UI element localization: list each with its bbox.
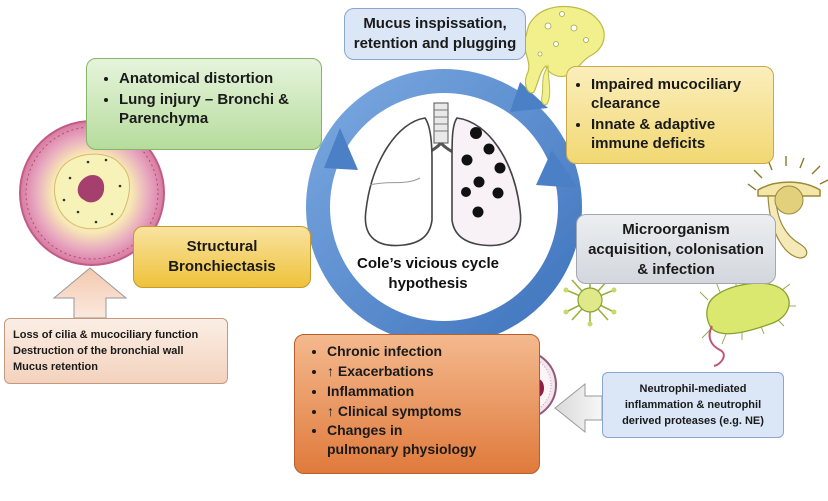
mucus-blob-icon <box>523 6 605 106</box>
mucus-line-2: retention and plugging <box>353 35 517 52</box>
loss-of-cilia-box: Loss of cilia & mucociliary function Des… <box>4 318 228 384</box>
loss-line-3: Mucus retention <box>13 361 98 373</box>
structural-bronchiectasis-box: Structural Bronchiectasis <box>133 226 311 288</box>
chronic-item-3: Inflammation <box>327 381 531 401</box>
chronic-item-4: ↑ Clinical symptoms <box>327 401 531 421</box>
cycle-arrowhead-left <box>324 128 358 170</box>
anatomical-distortion-box: Anatomical distortion Lung injury – Bron… <box>86 58 322 150</box>
cycle-arrowhead-right <box>536 150 578 188</box>
loss-line-1: Loss of cilia & mucociliary function <box>13 329 199 341</box>
chronic-infection-box: Chronic infection ↑ Exacerbations Inflam… <box>294 334 540 474</box>
chronic-item-2: ↑ Exacerbations <box>327 361 531 381</box>
micro-line-3: & infection <box>637 261 715 278</box>
bronchial-wall-cross-section-icon <box>19 120 165 266</box>
micro-line-1: Microorganism <box>622 221 730 238</box>
neutrophil-proteases-box: Neutrophil-mediated inflammation & neutr… <box>602 372 784 438</box>
micro-line-2: acquisition, colonisation <box>588 241 764 258</box>
mucus-plugging-box: Mucus inspissation, retention and pluggi… <box>344 8 526 60</box>
structural-line-2: Bronchiectasis <box>168 258 276 275</box>
clearance-item-1: Impaired mucociliary clearance <box>591 75 765 113</box>
chronic-item-5: Changes in pulmonary physiology <box>327 421 477 459</box>
anatomical-item-2: Lung injury – Bronchi & Parenchyma <box>119 90 315 128</box>
center-title-line2: hypothesis <box>388 275 467 292</box>
cycle-arrowhead-top <box>510 82 548 112</box>
microorganism-box: Microorganism acquisition, colonisation … <box>576 214 776 284</box>
vicious-cycle-ring <box>306 69 582 345</box>
chronic-item-1: Chronic infection <box>327 341 531 361</box>
center-title-line1: Cole’s vicious cycle <box>357 255 499 272</box>
neutrophil-line-3: derived proteases (e.g. NE) <box>622 415 764 427</box>
mucus-line-1: Mucus inspissation, <box>363 15 507 32</box>
left-arrow-icon <box>554 382 603 434</box>
neutrophil-line-1: Neutrophil-mediated <box>639 383 747 395</box>
neutrophil-line-2: inflammation & neutrophil <box>624 399 762 411</box>
anatomical-item-1: Anatomical distortion <box>119 69 315 88</box>
up-arrow-icon <box>52 267 128 319</box>
loss-line-2: Destruction of the bronchial wall <box>13 345 184 357</box>
bacterium-icon <box>699 271 796 367</box>
clearance-item-2: Innate & adaptive immune deficits <box>591 115 765 153</box>
structural-line-1: Structural <box>186 238 258 255</box>
fungal-organism-icon <box>747 156 828 259</box>
impaired-clearance-box: Impaired mucociliary clearance Innate & … <box>566 66 774 164</box>
lungs-icon <box>364 102 522 247</box>
